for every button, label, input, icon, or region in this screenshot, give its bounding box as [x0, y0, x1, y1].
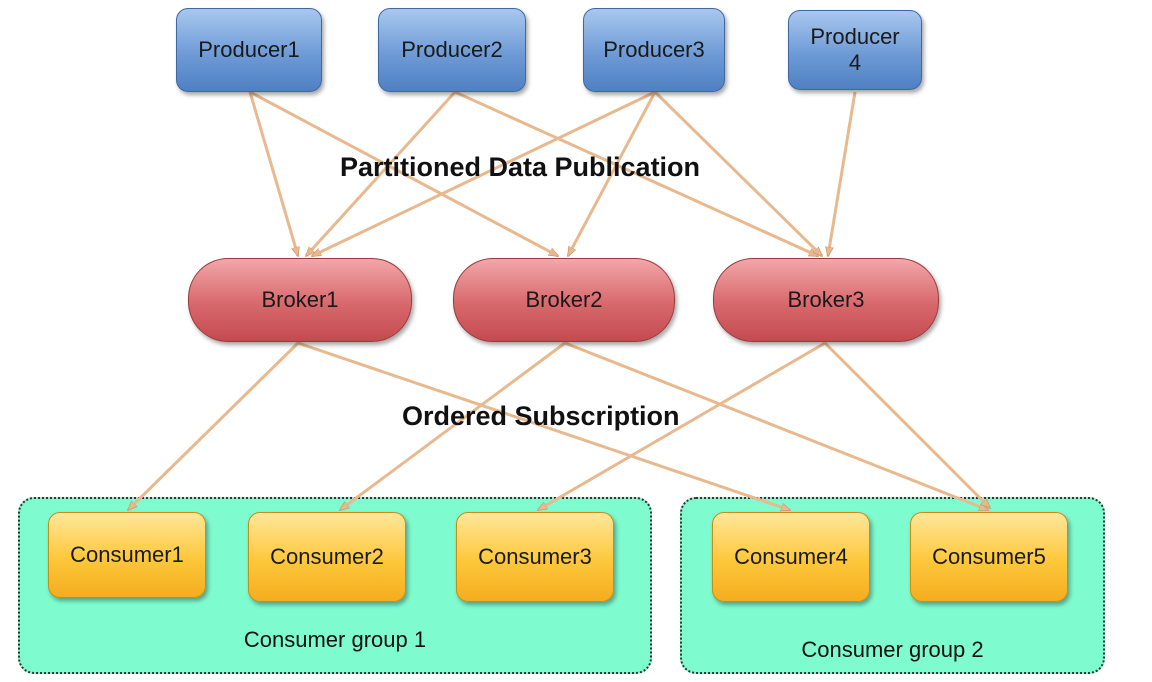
producer-4-node: Producer 4: [788, 10, 922, 90]
broker-2-label: Broker2: [525, 287, 603, 312]
arrow-broker3-consumer5: [823, 341, 990, 508]
producer-3-label: Producer3: [603, 37, 705, 62]
producer-4-label-line1: Producer: [810, 24, 900, 49]
consumer-1-label: Consumer1: [70, 542, 184, 567]
producer-2-label: Producer2: [401, 37, 503, 62]
consumer-2-node: Consumer2: [248, 512, 406, 602]
consumer-1-node: Consumer1: [48, 512, 206, 598]
arrow-producer1-broker1: [248, 91, 298, 256]
consumer-3-label: Consumer3: [478, 544, 592, 569]
broker-1-label: Broker1: [261, 287, 339, 312]
consumer-5-node: Consumer5: [910, 512, 1068, 602]
consumer-3-node: Consumer3: [456, 512, 614, 602]
consumer-5-label: Consumer5: [932, 544, 1046, 569]
consumer-group-1-label: Consumer group 1: [243, 627, 427, 652]
subscription-title: Ordered Subscription: [402, 401, 680, 431]
producer-3-node: Producer3: [583, 8, 725, 92]
consumer-group-2-label: Consumer group 2: [801, 637, 984, 662]
publication-title: Partitioned Data Publication: [340, 152, 701, 182]
producer-1-node: Producer1: [176, 8, 322, 92]
broker-3-node: Broker3: [713, 258, 939, 342]
consumer-4-node: Consumer4: [712, 512, 870, 602]
arrow-broker1-consumer1: [128, 341, 300, 510]
broker-1-node: Broker1: [188, 258, 412, 342]
producer-4-label-line2: 4: [848, 50, 862, 75]
producer-1-label: Producer1: [198, 37, 300, 62]
broker-2-node: Broker2: [453, 258, 675, 342]
producer-2-node: Producer2: [378, 8, 526, 92]
arrow-producer4-broker3: [828, 91, 857, 256]
consumer-4-label: Consumer4: [734, 544, 848, 569]
consumer-2-label: Consumer2: [270, 544, 384, 569]
broker-3-label: Broker3: [787, 287, 865, 312]
